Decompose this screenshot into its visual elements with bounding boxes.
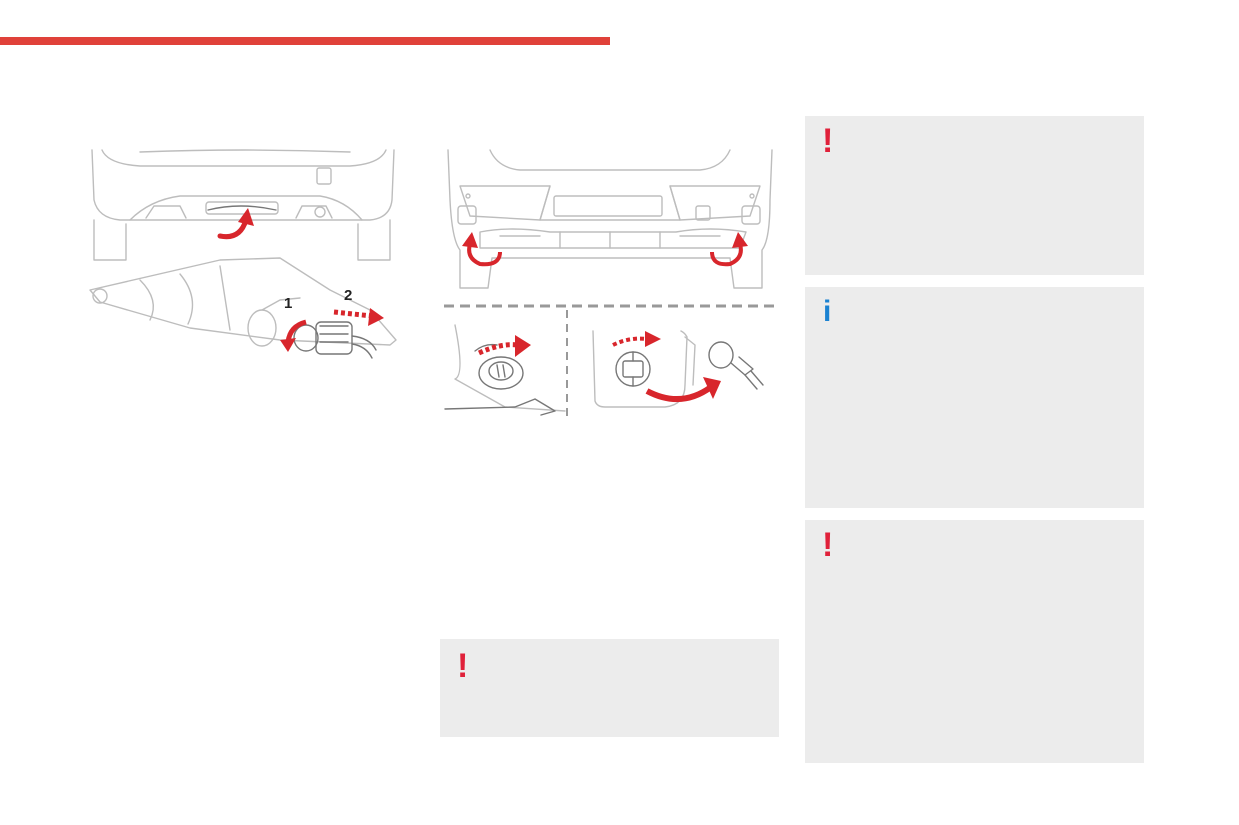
left-rotate-arrow-icon <box>467 243 502 267</box>
right-rotate-arrow-head-icon <box>732 232 748 248</box>
info-icon: i <box>823 295 832 328</box>
rear-bumper-illustration-left: 1 2 <box>89 149 397 359</box>
twist-arrow-icon <box>612 336 648 347</box>
warning-icon: ! <box>822 122 834 160</box>
info-panel: i <box>805 287 1144 508</box>
twist-arrow-head-icon <box>645 331 661 347</box>
left-rotate-arrow-head-icon <box>462 232 478 248</box>
bulb-access-illustration <box>444 324 566 416</box>
turn-holder-arrow-icon <box>477 342 518 356</box>
warning-panel-bottom: ! <box>805 520 1144 763</box>
figure-divider <box>444 304 776 420</box>
step-1-label: 1 <box>284 295 292 312</box>
extract-arrow-head-icon <box>703 377 721 399</box>
warning-panel-middle: ! <box>440 639 779 737</box>
bulb-removal-illustration <box>592 330 764 408</box>
turn-arrow-head-icon <box>280 338 296 352</box>
right-rotate-arrow-icon <box>710 243 743 267</box>
warning-icon: ! <box>822 526 834 564</box>
warning-panel-top: ! <box>805 116 1144 275</box>
pull-arrow-head-icon <box>368 308 384 326</box>
rear-bumper-illustration-middle <box>447 149 773 289</box>
warning-icon: ! <box>457 647 469 685</box>
extract-arrow-icon <box>645 384 713 403</box>
unlock-rotate-arrow-head-icon <box>238 208 254 226</box>
step-2-label: 2 <box>344 287 352 304</box>
pull-arrow-icon <box>333 309 373 319</box>
header-accent-bar <box>0 37 610 45</box>
turn-holder-arrow-head-icon <box>515 335 531 357</box>
